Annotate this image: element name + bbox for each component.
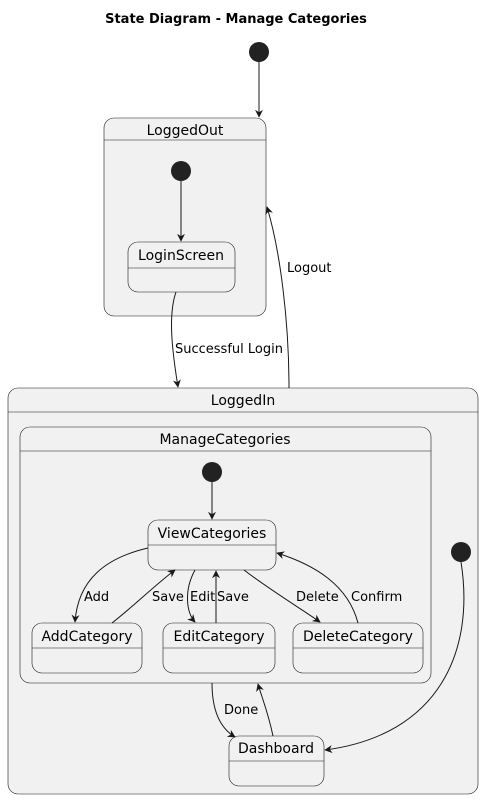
initial-state-logged-out	[171, 161, 191, 181]
state-manage-categories-label: ManageCategories	[159, 432, 290, 448]
state-edit-category: EditCategory	[162, 622, 276, 674]
state-login-screen-label: LoginScreen	[138, 248, 224, 264]
diagram-title: State Diagram - Manage Categories	[105, 12, 367, 27]
state-add-category-label: AddCategory	[41, 629, 132, 645]
label-logout: Logout	[287, 261, 332, 276]
initial-state-root	[249, 42, 269, 62]
initial-state-manage-categories	[202, 462, 222, 482]
label-edit: Edit	[190, 590, 215, 605]
transition-back-to-manage	[256, 683, 274, 737]
label-add: Add	[84, 590, 109, 605]
state-delete-category-label: DeleteCategory	[303, 629, 413, 645]
label-save-edit: Save	[217, 590, 249, 605]
state-edit-category-label: EditCategory	[173, 629, 264, 645]
transition-successful-login	[171, 291, 181, 388]
label-confirm: Confirm	[351, 590, 402, 605]
transition-confirm	[276, 551, 359, 624]
transition-logout	[265, 206, 290, 389]
state-login-screen: LoginScreen	[127, 241, 236, 293]
state-add-category: AddCategory	[31, 622, 143, 674]
initial-state-logged-in	[451, 542, 471, 562]
state-logged-in-label: LoggedIn	[211, 393, 275, 409]
state-dashboard: Dashboard	[228, 735, 325, 787]
state-delete-category: DeleteCategory	[292, 622, 424, 674]
transition-delete	[243, 569, 321, 623]
label-successful-login: Successful Login	[175, 342, 283, 357]
state-view-categories-label: ViewCategories	[158, 526, 267, 542]
transition-done	[211, 682, 236, 738]
label-done: Done	[224, 703, 258, 718]
state-dashboard-label: Dashboard	[238, 741, 314, 757]
state-logged-out-label: LoggedOut	[147, 123, 224, 139]
label-save-add: Save	[152, 590, 184, 605]
state-view-categories: ViewCategories	[147, 519, 277, 571]
transition-edit	[187, 569, 196, 623]
transition-save-add	[111, 569, 176, 624]
label-delete: Delete	[296, 590, 339, 605]
transition-initial-to-dashboard	[324, 561, 465, 754]
transition-add	[71, 547, 149, 623]
